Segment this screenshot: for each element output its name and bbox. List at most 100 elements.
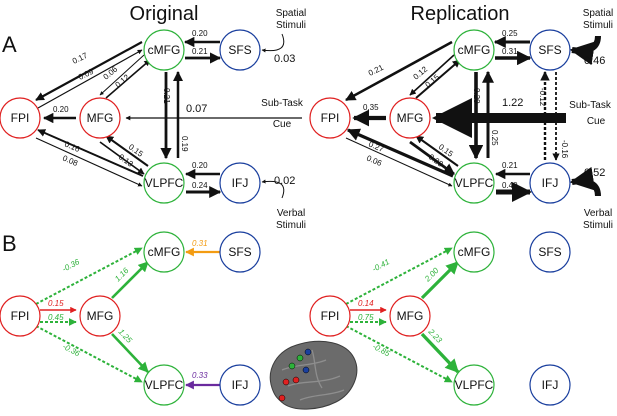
- weight-vlpfc-ifj: 0.24: [192, 181, 208, 190]
- weight-b-sfs-cmfg: 0.31: [192, 239, 208, 248]
- node-label-ifj: IFJ: [232, 378, 249, 392]
- edge-verbal-ifj: [569, 166, 601, 197]
- node-sfs: [219, 231, 261, 273]
- weight-mfg-cmfg: 0.12: [114, 72, 132, 89]
- title-original: Original: [130, 3, 199, 25]
- weight-cue: 1.22: [502, 97, 523, 109]
- weight-cmfg-vlpfc: 0.21: [162, 88, 171, 104]
- node-label-cmfg: cMFG: [148, 245, 181, 259]
- edge-spatial-sfs: [569, 35, 601, 66]
- node-label-ifj: IFJ: [232, 176, 249, 190]
- edge-mfg-cmfg: [420, 260, 460, 300]
- node-cmfg: [143, 231, 185, 273]
- node-label-fpi: FPI: [321, 111, 340, 125]
- node-vlpfc: [453, 364, 495, 406]
- weight-b-fpi-cmfg: -0.41: [371, 257, 391, 274]
- weight-mfg-fpi: 0.35: [363, 103, 379, 112]
- label-verbal-stimuli-2: Stimuli: [276, 220, 306, 231]
- weight-cmfg-fpi: 0.21: [367, 63, 385, 78]
- node-label-mfg: MFG: [87, 309, 114, 323]
- node-fpi: [0, 97, 41, 139]
- weight-sfs-cmfg: 0.20: [192, 29, 208, 38]
- node-sfs: [529, 231, 571, 273]
- weight-vlpfc-cmfg: 0.19: [180, 136, 189, 152]
- weight-sfs-cmfg: 0.25: [502, 29, 518, 38]
- label-verbal-stimuli-1: Verbal: [277, 208, 305, 219]
- edge-mfg-vlpfc: [99, 141, 145, 175]
- node-label-sfs: SFS: [228, 245, 251, 259]
- node-sfs: [219, 29, 261, 71]
- weight-vlpfc-cmfg: 0.25: [490, 130, 499, 146]
- node-label-cmfg: cMFG: [458, 43, 491, 57]
- node-vlpfc: [453, 162, 495, 204]
- weight-verbal: 0.02: [274, 175, 295, 187]
- weight-cmfg-fpi: 0.17: [71, 51, 89, 66]
- node-label-sfs: SFS: [538, 245, 561, 259]
- node-cmfg: [453, 231, 495, 273]
- edge-cmfg-mfg: [409, 54, 455, 96]
- label-subtask-cue-2: Cue: [273, 119, 292, 130]
- node-label-vlpfc: VLPFC: [455, 176, 494, 190]
- node-mfg: [389, 97, 431, 139]
- weight-spatial: 0.46: [584, 55, 605, 67]
- weight-cmfg-vlpfc: 0.29: [472, 88, 481, 104]
- weight-fpi-vlpfc: 0.08: [61, 154, 79, 169]
- weight-spatial: 0.03: [274, 53, 295, 65]
- node-label-sfs: SFS: [228, 43, 251, 57]
- title-replication: Replication: [411, 3, 510, 25]
- panel-label-a: A: [2, 32, 17, 57]
- edge-mfg-cmfg: [111, 261, 149, 299]
- node-ifj: [529, 364, 571, 406]
- node-vlpfc: [143, 364, 185, 406]
- weight-ifj-sfs: -0.12: [538, 88, 547, 107]
- node-label-mfg: MFG: [397, 111, 424, 125]
- label-spatial-stimuli-1: Spatial: [583, 8, 614, 19]
- label-subtask-cue-2: Cue: [587, 116, 606, 127]
- node-mfg: [79, 295, 121, 337]
- edge-mfg-vlpfc: [111, 333, 149, 373]
- label-spatial-stimuli-2: Stimuli: [583, 20, 613, 31]
- node-ifj: [219, 162, 261, 204]
- panel-label-b: B: [2, 231, 17, 256]
- weight-mfg-fpi: 0.20: [53, 105, 69, 114]
- weight-b-fpi-mfg-green: 0.75: [358, 313, 374, 322]
- node-ifj: [219, 364, 261, 406]
- node-label-mfg: MFG: [397, 309, 424, 323]
- weight-fpi-vlpfc: 0.06: [365, 154, 383, 169]
- weight-b-ifj-vlpfc: 0.33: [192, 371, 208, 380]
- node-label-sfs: SFS: [538, 43, 561, 57]
- edge-vlpfc-fpi: [37, 129, 144, 177]
- node-vlpfc: [143, 162, 185, 204]
- node-label-ifj: IFJ: [542, 378, 559, 392]
- weight-b-fpi-vlpfc: -0.36: [61, 342, 82, 359]
- edge-cmfg-fpi: [345, 40, 453, 102]
- weight-vlpfc-ifj: 0.40: [502, 181, 518, 190]
- weight-ifj-vlpfc: 0.20: [192, 161, 208, 170]
- node-label-vlpfc: VLPFC: [145, 378, 184, 392]
- label-spatial-stimuli-2: Stimuli: [276, 20, 306, 31]
- node-label-fpi: FPI: [11, 309, 30, 323]
- weight-b-fpi-vlpfc: -0.85: [371, 342, 392, 359]
- edge-fpi-vlpfc: [345, 137, 453, 187]
- weight-ifj-vlpfc: 0.21: [502, 161, 518, 170]
- edge-fpi-vlpfc: [35, 137, 143, 187]
- weight-cue: 0.07: [186, 103, 207, 115]
- node-mfg: [79, 97, 121, 139]
- edge-spatial-sfs: [261, 33, 285, 53]
- weight-sfs-ifj: -0.16: [560, 140, 569, 159]
- node-fpi: [309, 295, 351, 337]
- node-ifj: [529, 162, 571, 204]
- node-label-fpi: FPI: [11, 111, 30, 125]
- edge-vlpfc-mfg: [105, 135, 149, 167]
- node-sfs: [529, 29, 571, 71]
- weight-b-fpi-mfg-red: 0.14: [358, 299, 374, 308]
- node-label-ifj: IFJ: [542, 176, 559, 190]
- node-label-fpi: FPI: [321, 309, 340, 323]
- label-verbal-stimuli-2: Stimuli: [583, 220, 613, 231]
- edge-mfg-vlpfc: [409, 140, 455, 176]
- edge-cmfg-mfg: [99, 54, 145, 96]
- label-subtask-cue-1: Sub-Task: [569, 100, 612, 111]
- weight-cmfg-sfs: 0.21: [192, 47, 208, 56]
- edge-vlpfc-mfg: [415, 135, 459, 167]
